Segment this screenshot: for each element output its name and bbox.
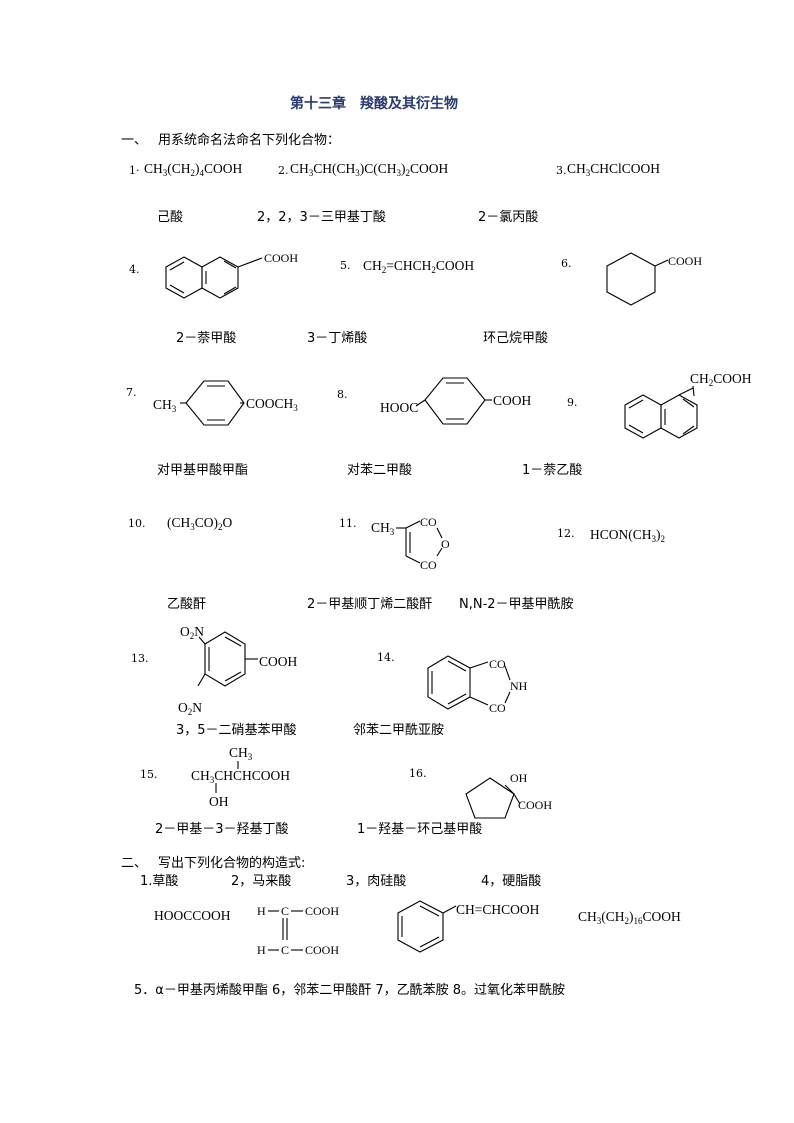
compound-name: 乙酸酐 [167, 597, 207, 612]
compound-name: 2－氯丙酸 [478, 210, 539, 225]
item-number: 8. [337, 388, 348, 401]
compound-name: N,N-2－甲基甲酰胺 [459, 597, 574, 612]
formula: CH2COOH [690, 371, 752, 388]
compound-name: 3，5－二硝基苯甲酸 [176, 723, 297, 738]
formula-oh: OH [209, 794, 229, 809]
compound-name: 2，2，3－三甲基丁酸 [257, 210, 386, 225]
compound-name: 1－羟基－环己基甲酸 [357, 822, 483, 837]
label-cooh: COOH [305, 904, 339, 918]
item-number: 10. [128, 517, 146, 530]
formula: CH3 [153, 397, 177, 414]
part2-label: 1.草酸 [140, 874, 179, 889]
compound-name: 2－萘甲酸 [176, 331, 237, 346]
page-title: 第十三章 羧酸及其衍生物 [290, 96, 458, 112]
item-number: 3. [556, 164, 567, 177]
part2-label: 4，硬脂酸 [481, 874, 542, 889]
formula: CH2=CHCH2COOH [363, 258, 475, 275]
formula: (CH3CO)2O [167, 515, 233, 532]
item-number: 9. [567, 396, 578, 409]
item-number: 5. [340, 259, 351, 272]
label-co-bottom: CO [489, 701, 506, 715]
part2-label: 3，肉硅酸 [346, 874, 407, 889]
item-number: 15. [140, 768, 158, 781]
section-number: 二、 [121, 856, 148, 871]
formula-oxalic: HOOCCOOH [154, 908, 231, 923]
formula: CH3(CH2)4COOH [144, 161, 243, 178]
part2-last-line: 5．α－甲基丙烯酸甲酯 6，邻苯二甲酸酐 7，乙酰苯胺 8。过氧化苯甲酰胺 [134, 983, 566, 998]
label-co-bottom: CO [420, 558, 437, 572]
compound-name: 对甲基甲酸甲酯 [157, 463, 249, 478]
compound-name: 环己烷甲酸 [483, 331, 549, 346]
formula-nitro-bottom: O2N [178, 700, 202, 717]
formula-stearic: CH3(CH2)16COOH [578, 909, 681, 926]
formula: CH3CHCHCOOH [191, 768, 291, 785]
compound-name: 1－萘乙酸 [522, 463, 583, 478]
label-c: C [281, 943, 289, 957]
item-number: 1· [129, 164, 140, 177]
formula: HCON(CH3)2 [590, 527, 666, 544]
formula: COOCH3 [246, 396, 298, 413]
formula: CH3CH(CH3)C(CH3)2COOH [290, 161, 449, 178]
formula-group: COOH [259, 654, 298, 669]
label-co-top: CO [489, 657, 506, 671]
formula-nitro-top: O2N [180, 624, 204, 641]
item-number: 16. [409, 767, 427, 780]
label-h: H [257, 943, 266, 957]
compound-name: 2－甲基顺丁烯二酸酐 [307, 597, 433, 612]
section-heading: 用系统命名法命名下列化合物： [158, 133, 341, 148]
formula-left: HOOC [380, 400, 419, 415]
section-number: 一、 [121, 133, 148, 148]
formula-ch3: CH3 [229, 745, 253, 762]
formula-cinnamic: CH=CHCOOH [456, 902, 540, 917]
compound-name: 2－甲基－3－羟基丁酸 [155, 822, 289, 837]
label-cooh: COOH [305, 943, 339, 957]
item-number: 4. [129, 263, 140, 276]
label-c: C [281, 904, 289, 918]
item-number: 11. [339, 517, 357, 530]
compound-name: 邻苯二甲酰亚胺 [353, 723, 445, 738]
compound-name: 3－丁烯酸 [307, 331, 368, 346]
label-nh: NH [510, 679, 528, 693]
formula: CH3 [371, 520, 395, 537]
section-heading: 写出下列化合物的构造式: [158, 856, 306, 871]
group-label: COOH [264, 251, 298, 265]
formula: CH3CHClCOOH [567, 161, 661, 178]
label-oh: OH [510, 771, 528, 785]
group-label: COOH [668, 254, 702, 268]
item-number: 12. [557, 527, 575, 540]
label-co-top: CO [420, 515, 437, 529]
item-number: 14. [377, 651, 395, 664]
part2-label: 2，马来酸 [231, 874, 292, 889]
label-cooh: COOH [518, 798, 552, 812]
item-number: 7. [126, 386, 137, 399]
label-h: H [257, 904, 266, 918]
compound-name: 对苯二甲酸 [347, 463, 413, 478]
label-o: O [441, 537, 450, 551]
compound-name: 己酸 [157, 210, 184, 225]
item-number: 2. [278, 164, 289, 177]
formula-right: COOH [493, 393, 532, 408]
item-number: 13. [131, 652, 149, 665]
item-number: 6. [561, 257, 572, 270]
